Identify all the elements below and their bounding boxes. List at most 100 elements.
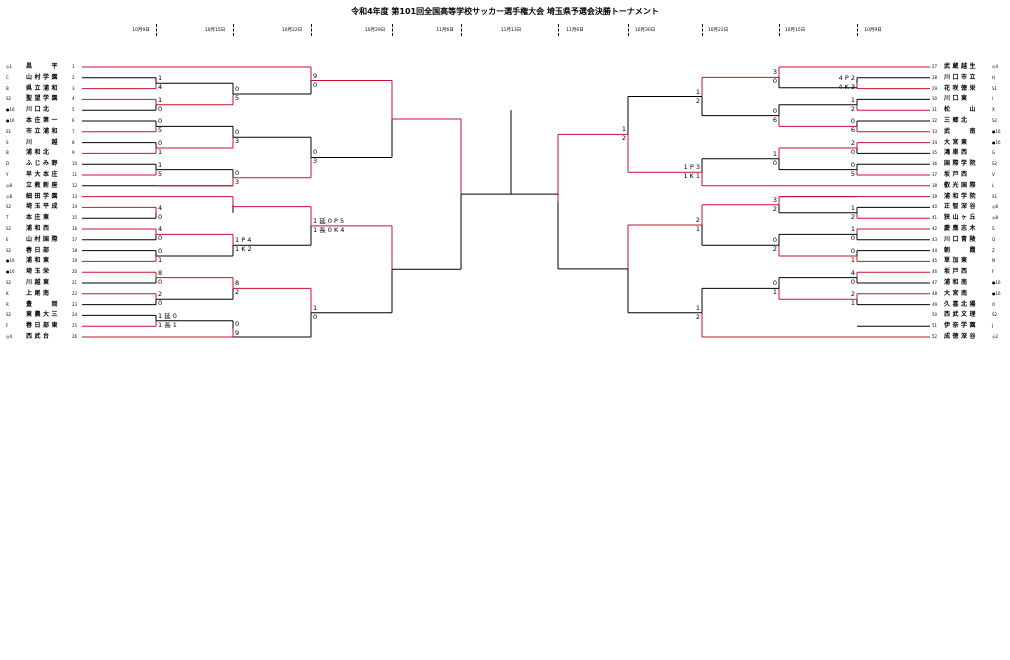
match-score: 3: [235, 137, 240, 146]
seed-mark: S: [6, 139, 9, 145]
team-number: 5: [72, 107, 75, 113]
match-score: 1: [850, 256, 855, 264]
match-score: 0: [158, 139, 163, 147]
match-score: 0: [772, 158, 777, 167]
seed-mark: ●16: [6, 107, 15, 113]
team-name: 本庄第一: [26, 117, 61, 124]
team-number: 29: [932, 85, 938, 91]
match-score: 0: [235, 85, 240, 93]
team-number: 16: [72, 226, 78, 231]
match-score: 4: [850, 268, 855, 277]
team-name: 上尾南: [26, 289, 52, 297]
team-name: ふじみ野: [26, 160, 61, 168]
match-score: 1: [158, 160, 163, 169]
team-name: 春日部東: [26, 322, 61, 330]
team-number: 30: [932, 96, 938, 102]
team-name: 春日部: [26, 246, 52, 254]
seed-mark: ◎4: [992, 64, 999, 69]
seed-mark: ◎8: [992, 215, 999, 221]
team-name: 浦和南: [944, 279, 970, 286]
team-name: 市立浦和: [26, 127, 61, 135]
date-label: 10月9日: [132, 28, 150, 33]
match-score: 3: [772, 195, 777, 204]
match-score: 0: [158, 247, 163, 255]
team-name: 西武文理: [944, 311, 979, 319]
seed-mark: H: [992, 74, 996, 80]
team-name: 立教新座: [26, 181, 61, 189]
team-name: 豊 岡: [26, 300, 61, 308]
date-divider: [779, 24, 780, 36]
team-number: 41: [932, 215, 938, 221]
seed-mark: R: [6, 301, 9, 307]
match-score: 1: [850, 95, 855, 104]
team-number: 11: [72, 172, 78, 177]
seed-mark: N: [992, 258, 995, 264]
date-label: 10月15日: [204, 28, 226, 33]
team-name: 川口青陵: [944, 235, 979, 243]
match-score: 1: [850, 203, 855, 212]
team-number: 44: [932, 247, 938, 253]
team-name: 大宮南: [944, 289, 970, 297]
match-score: 2: [850, 139, 855, 147]
team-number: 31: [932, 107, 938, 113]
team-number: 3: [72, 85, 75, 91]
date-label: 10月29日: [364, 28, 386, 33]
match-score: 3: [313, 157, 318, 166]
seed-mark: K: [6, 290, 9, 296]
seed-mark: S2: [6, 247, 12, 253]
seed-mark: G: [992, 150, 996, 156]
team-name: 川越東: [26, 279, 52, 286]
match-score: 0: [235, 168, 240, 177]
team-name: 埼玉平成: [26, 203, 61, 211]
seed-mark: S2: [6, 280, 12, 285]
date-divider: [233, 24, 234, 36]
match-score: 0: [772, 279, 777, 288]
seed-mark: D: [6, 161, 10, 167]
team-number: 2: [72, 74, 75, 80]
seed-mark: ◎2: [992, 334, 999, 339]
seed-mark: O: [992, 301, 996, 307]
match-score: 1 P 3: [683, 163, 700, 172]
team-number: 7: [72, 128, 75, 134]
match-score: 3: [235, 177, 240, 186]
team-number: 13: [72, 193, 78, 199]
team-number: 24: [72, 312, 78, 318]
date-divider: [702, 24, 703, 36]
team-name: 川口市立: [944, 73, 979, 81]
team-number: 51: [932, 323, 938, 329]
match-score: 2: [850, 212, 855, 221]
team-name: 松 山: [944, 106, 979, 114]
team-name: 川口東: [944, 95, 970, 103]
seed-mark: ●16: [992, 280, 1001, 285]
team-name: 細田学園: [26, 192, 61, 200]
match-score: 3: [772, 68, 777, 77]
seed-mark: X: [992, 107, 995, 113]
match-score: 1 K 2: [235, 245, 252, 254]
seed-mark: ●16: [6, 269, 15, 275]
seed-mark: ●16: [992, 290, 1001, 296]
match-score: 5: [158, 126, 163, 135]
team-number: 32: [932, 118, 938, 123]
team-name: 川口北: [26, 106, 52, 114]
seed-mark: ◎8: [6, 182, 13, 188]
seed-mark: Q: [992, 236, 996, 242]
match-score: 1: [772, 288, 777, 297]
match-score: 1: [158, 256, 163, 264]
